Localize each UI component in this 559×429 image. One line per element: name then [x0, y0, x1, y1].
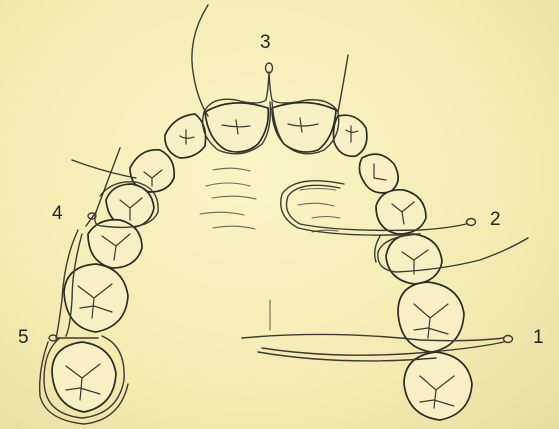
tooth-canine-right: [359, 154, 398, 193]
tooth-lateral-incisor-left: [165, 114, 206, 158]
label-1: 1: [533, 328, 544, 347]
ligature-wire-1: [242, 334, 513, 360]
label-3: 3: [260, 33, 271, 52]
tooth-second-molar-left: [52, 342, 116, 412]
tooth-first-molar-right: [398, 282, 464, 352]
tooth-second-molar-right: [404, 352, 472, 420]
tooth-central-incisor-left: [205, 103, 268, 152]
tooth-central-incisor-right: [272, 102, 336, 152]
palate-rugae: [200, 168, 340, 330]
tooth-first-premolar-right: [376, 190, 426, 234]
label-4: 4: [52, 204, 63, 223]
label-2: 2: [490, 210, 501, 229]
tooth-second-premolar-right: [386, 234, 442, 284]
label-5: 5: [18, 328, 29, 347]
